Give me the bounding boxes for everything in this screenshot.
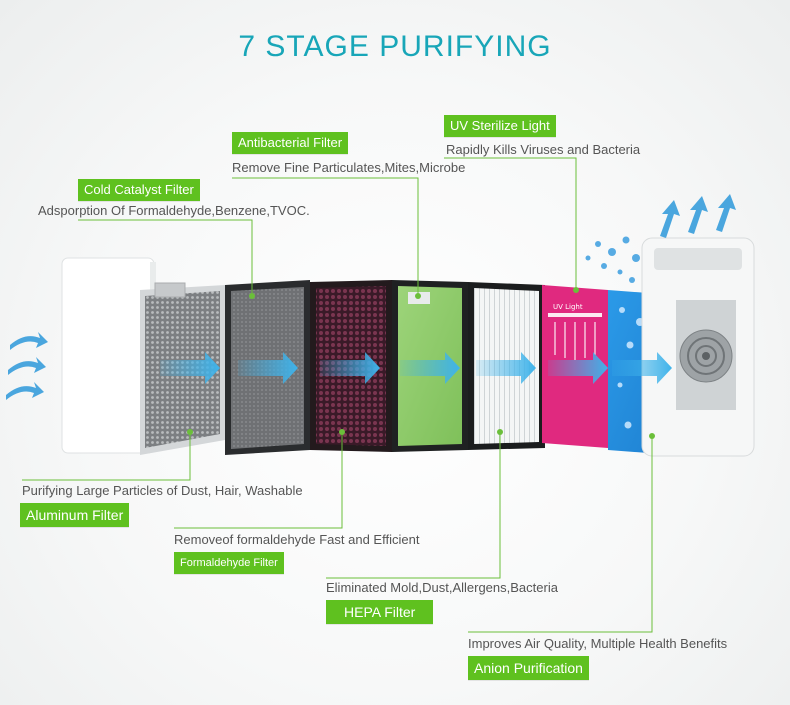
filter-airflow-arrows (160, 352, 672, 384)
aluminum-tag: Aluminum Filter (20, 503, 130, 527)
leader-lines (22, 157, 653, 633)
hepa-desc: Eliminated Mold,Dust,Allergens,Bacteria (326, 580, 558, 595)
cold-catalyst-tag: Cold Catalyst Filter (78, 179, 200, 201)
anion-desc: Improves Air Quality, Multiple Health Be… (468, 636, 728, 651)
formaldehyde-tag: Formaldehyde Filter (174, 552, 284, 574)
uv-sterilize-desc: Rapidly Kills Viruses and Bacteria (446, 142, 641, 157)
svg-text:UV Light: UV Light (553, 303, 583, 311)
airflow-arrow-icon (6, 332, 48, 400)
antibacterial-desc: Remove Fine Particulates,Mites,Microbe (232, 160, 466, 175)
water-droplet-icon (585, 236, 640, 283)
anion-tag: Anion Purification (468, 656, 589, 680)
hepa-tag: HEPA Filter (326, 600, 434, 624)
page-title: 7 STAGE PURIFYING (238, 30, 552, 63)
formaldehyde-desc: Removeof formaldehyde Fast and Efficient (174, 532, 420, 547)
air-purifier-unit (641, 237, 755, 457)
airflow-arrow-icon (660, 194, 736, 238)
aluminum-desc: Purifying Large Particles of Dust, Hair,… (22, 483, 303, 498)
fan-icon (679, 329, 733, 383)
antibacterial-tag: Antibacterial Filter (232, 132, 349, 154)
uv-sterilize-tag: UV Sterilize Light (444, 115, 556, 137)
cold-catalyst-desc: Adsporption Of Formaldehyde,Benzene,TVOC… (38, 203, 310, 218)
leader-dots (187, 287, 655, 439)
